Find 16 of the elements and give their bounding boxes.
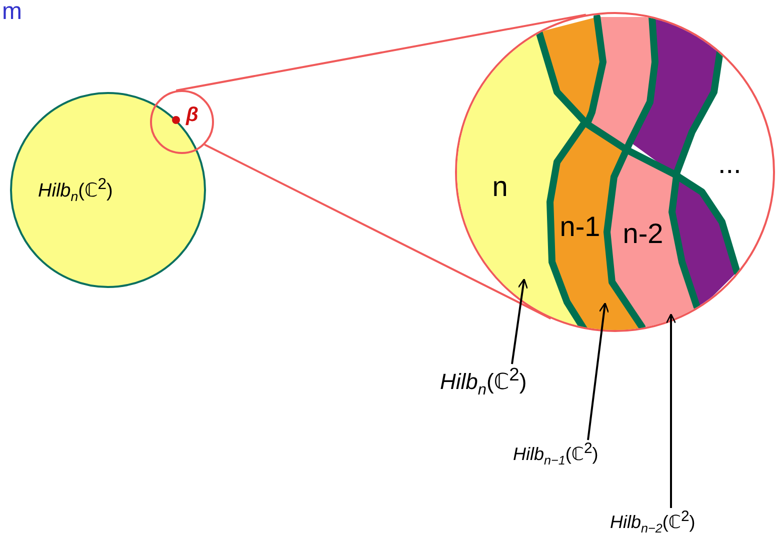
leader-arrow [511,278,528,364]
stratum-label: n-2 [622,220,664,248]
title-fragment: m [2,0,22,24]
stratum-label: n [492,173,508,201]
space-label: Hilb$_{n−2}$(ℂ$^{2}$) [610,508,696,536]
magnification-line [204,144,552,320]
leader-arrow [587,302,610,440]
space-label: Hilb$_{n}$(ℂ$^{2}$) [38,176,113,204]
ellipsis: ... [718,150,742,178]
space-label: Hilb$_{n}$(ℂ$^{2}$) [440,364,527,400]
point-label: β [186,104,198,127]
space-label: Hilb$_{n−1}$(ℂ$^{2}$) [513,440,598,468]
leader-arrow [666,313,676,508]
magnification-line [176,14,586,92]
neighborhood-circle [150,90,214,154]
stratum-label: n-1 [560,213,600,241]
